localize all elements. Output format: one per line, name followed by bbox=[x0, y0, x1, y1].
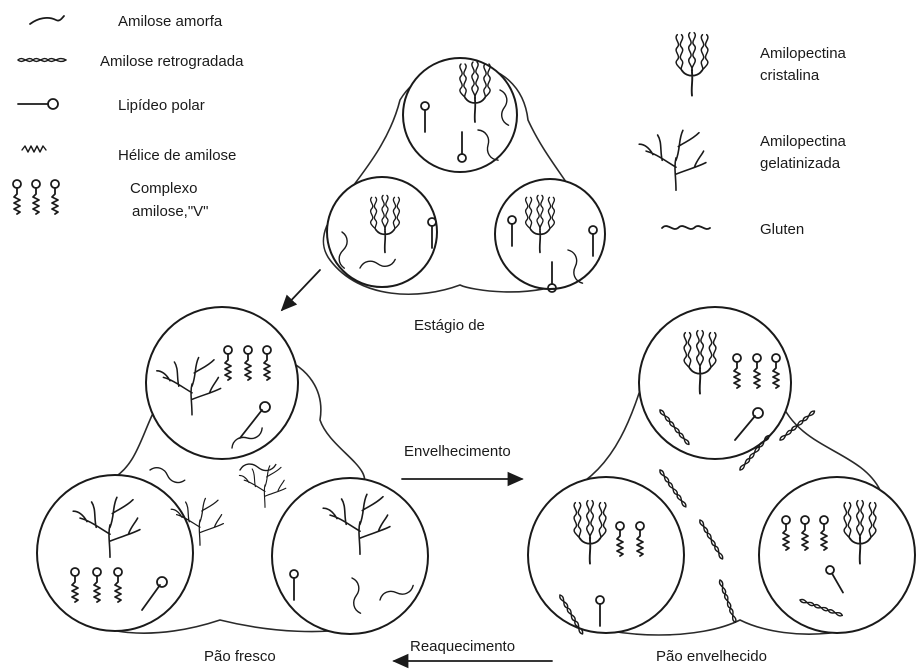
fresh-circle-left bbox=[37, 475, 193, 631]
fresh-circle-right bbox=[272, 478, 428, 634]
aging-transition: Envelhecimento bbox=[402, 443, 522, 479]
fresh-bread-label: Pão fresco bbox=[204, 648, 276, 665]
legend-retrograded-amylose: Amilose retrogradada bbox=[100, 53, 244, 70]
fresh-circle-top bbox=[146, 307, 298, 459]
stale-circle-left bbox=[528, 477, 684, 633]
reheating-label: Reaquecimento bbox=[410, 638, 515, 655]
legend-polar-lipid: Lipídeo polar bbox=[118, 97, 205, 114]
polar-lipid-icon bbox=[18, 99, 58, 109]
legend-v-complex-line2: amilose,"V" bbox=[132, 203, 209, 220]
legend-crystalline-line1: Amilopectina bbox=[760, 45, 847, 62]
retrograded-amylose-icon bbox=[18, 59, 66, 62]
crystalline-amylopectin-icon bbox=[676, 33, 708, 96]
legend-gelatinized-line2: gelatinizada bbox=[760, 155, 841, 172]
stale-bread-label: Pão envelhecido bbox=[656, 648, 767, 665]
legend-gelatinized-line1: Amilopectina bbox=[760, 133, 847, 150]
v-complex-icon bbox=[13, 180, 59, 214]
fresh-bread-cluster: Pão fresco bbox=[37, 307, 428, 665]
stale-circle-right bbox=[759, 477, 915, 633]
amorphous-amylose-icon bbox=[30, 16, 64, 24]
legend-gluten: Gluten bbox=[760, 221, 804, 238]
stage-circle-left bbox=[327, 177, 437, 287]
stage-cluster: Estágio de bbox=[323, 58, 605, 334]
aging-label: Envelhecimento bbox=[404, 443, 511, 460]
legend-amorphous-amylose: Amilose amorfa bbox=[118, 13, 223, 30]
gelatinized-amylopectin-icon bbox=[639, 130, 706, 190]
legend-right: Amilopectina cristalina Amilopectina gel… bbox=[639, 33, 846, 238]
legend-crystalline-line2: cristalina bbox=[760, 67, 820, 84]
stage-label: Estágio de bbox=[414, 317, 485, 334]
stale-bread-cluster: Pão envelhecido bbox=[528, 307, 915, 665]
legend-left: Amilose amorfa Amilose retrogradada Lipí… bbox=[13, 13, 244, 220]
reheating-transition: Reaquecimento bbox=[394, 638, 552, 661]
legend-amylose-helix: Hélice de amilose bbox=[118, 147, 236, 164]
gluten-icon bbox=[662, 226, 710, 229]
legend-v-complex-line1: Complexo bbox=[130, 180, 198, 197]
amylose-helix-icon bbox=[22, 146, 46, 152]
arrow-stage-to-fresh bbox=[282, 270, 320, 310]
